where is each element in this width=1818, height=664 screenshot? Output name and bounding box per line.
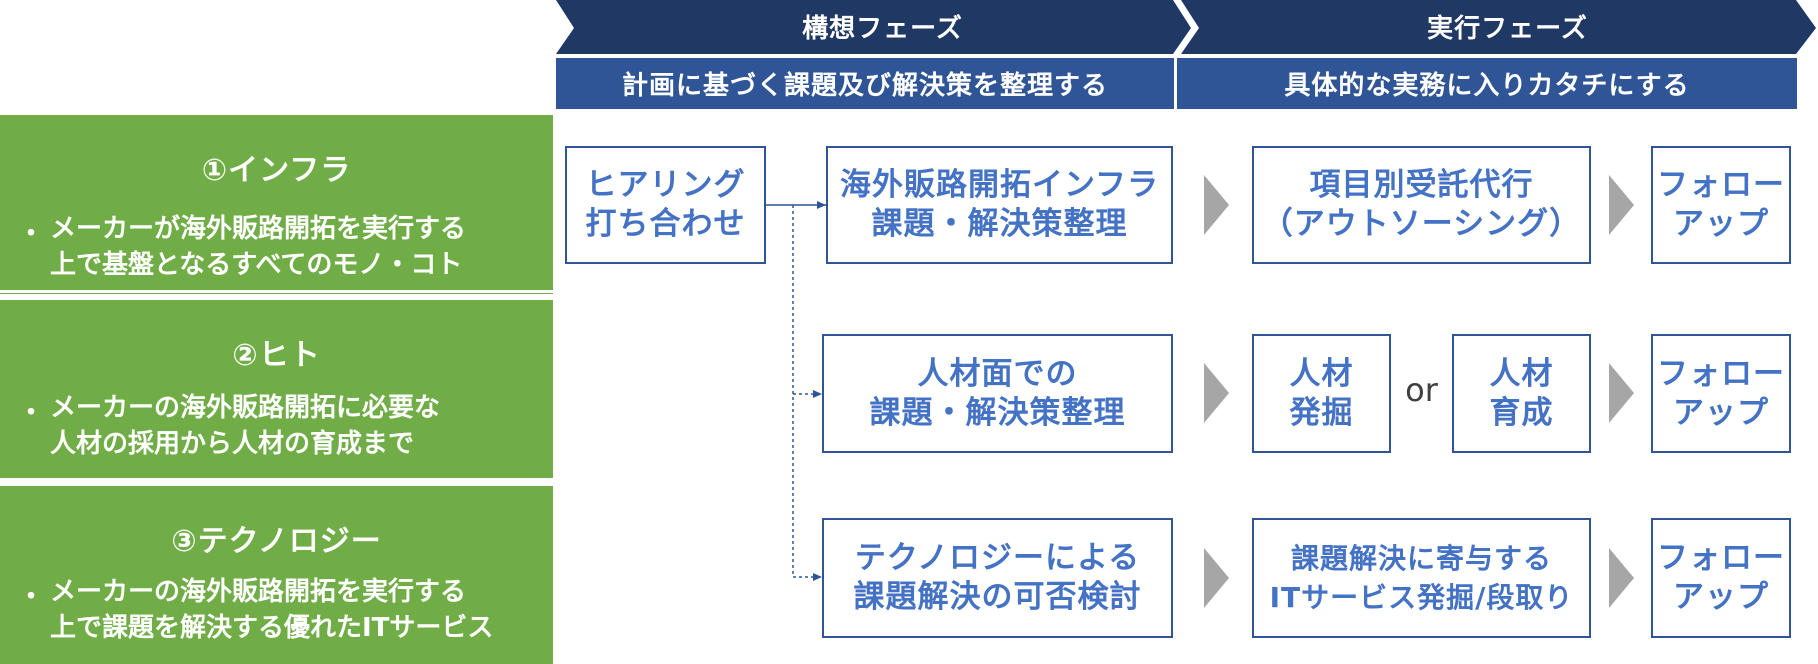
category-infra: ①インフラ ・ メーカーが海外販路開拓を実行する 上で基盤となるすべてのモノ・コ… xyxy=(0,115,553,294)
phase-chevron-concept xyxy=(556,0,1191,54)
gray-arrow xyxy=(1609,548,1634,608)
phase-banner xyxy=(556,0,1816,54)
category-desc: メーカーの海外販路開拓を実行する 上で課題を解決する優れたITサービス xyxy=(50,577,494,643)
follow-up-box: フォロー アップ xyxy=(1651,518,1791,638)
category-title: ①インフラ xyxy=(201,153,352,188)
category-technology: ③テクノロジー ・ メーカーの海外販路開拓を実行する 上で課題を解決する優れたI… xyxy=(0,486,553,664)
follow-up-box: フォロー アップ xyxy=(1651,146,1791,264)
bullet: ・ xyxy=(18,398,45,428)
phase-concept-subtitle: 計画に基づく課題及び解決策を整理する xyxy=(556,58,1174,109)
phase-execution-subtitle: 具体的な実務に入りカタチにする xyxy=(1177,58,1797,109)
analysis-box-people: 人材面での 課題・解決策整理 xyxy=(822,334,1173,453)
phase-chevron-execution xyxy=(1181,0,1816,54)
or-label: or xyxy=(1405,371,1438,409)
follow-up-box: フォロー アップ xyxy=(1651,334,1791,453)
category-desc: メーカーが海外販路開拓を実行する 上で基盤となるすべてのモノ・コト xyxy=(50,214,467,280)
gray-arrow xyxy=(1609,363,1634,423)
category-desc: メーカーの海外販路開拓に必要な 人材の採用から人材の育成まで xyxy=(50,393,441,459)
category-people: ②ヒト ・ メーカーの海外販路開拓に必要な 人材の採用から人材の育成まで xyxy=(0,300,553,478)
hearing-box: ヒアリング 打ち合わせ xyxy=(565,146,766,264)
action-box-outsourcing: 項目別受託代行 （アウトソーシング） xyxy=(1252,146,1591,264)
bullet: ・ xyxy=(18,219,45,249)
bullet: ・ xyxy=(18,582,45,612)
action-box-develop: 人材 育成 xyxy=(1452,334,1591,453)
gray-arrow xyxy=(1609,175,1634,235)
category-title: ③テクノロジー xyxy=(171,524,382,559)
gray-arrow xyxy=(1204,548,1229,608)
phase-execution-label: 実行フェーズ xyxy=(1427,13,1588,44)
analysis-box-technology: テクノロジーによる 課題解決の可否検討 xyxy=(822,518,1173,638)
gray-arrow xyxy=(1204,363,1229,423)
action-box-recruit: 人材 発掘 xyxy=(1252,334,1391,453)
phase-concept-label: 構想フェーズ xyxy=(802,13,963,44)
category-infra-underline xyxy=(0,290,553,293)
analysis-box-infra: 海外販路開拓インフラ 課題・解決策整理 xyxy=(826,146,1173,264)
category-title: ②ヒト xyxy=(232,338,321,373)
action-box-it-service: 課題解決に寄与する ITサービス発掘/段取り xyxy=(1252,518,1591,638)
gray-arrow xyxy=(1204,175,1229,235)
